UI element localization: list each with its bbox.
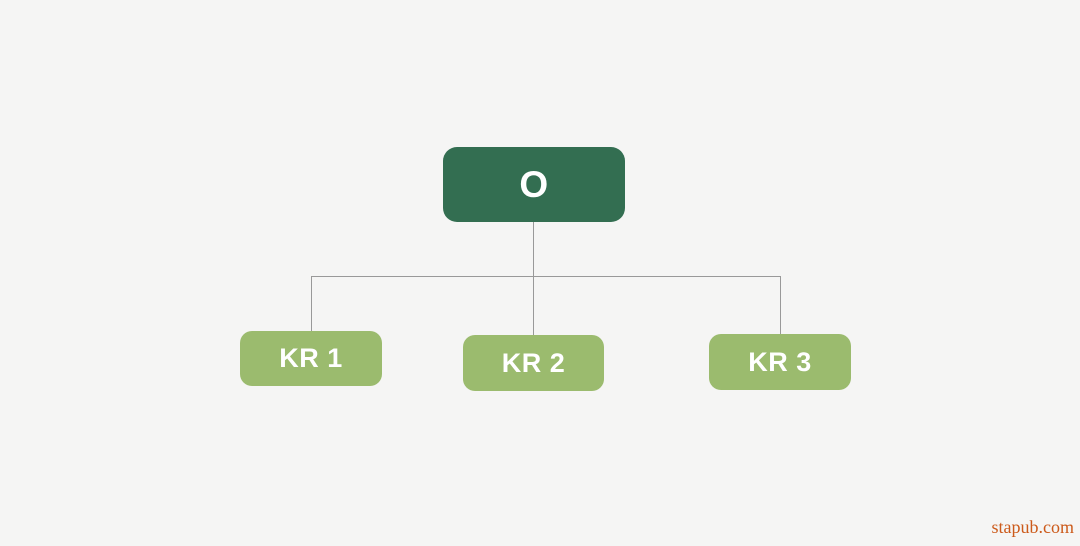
key-result-node-3: KR 3 <box>709 334 851 390</box>
key-result-node-3-label: KR 3 <box>748 346 812 377</box>
key-result-node-2-label: KR 2 <box>501 347 566 378</box>
connector-kr3-vertical <box>780 276 781 334</box>
connector-horizontal <box>311 276 781 277</box>
connector-kr2-vertical <box>533 276 534 335</box>
objective-node-label: O <box>519 163 549 205</box>
key-result-node-1: KR 1 <box>240 331 382 386</box>
key-result-node-2: KR 2 <box>463 335 604 391</box>
watermark: stapub.com <box>991 517 1075 537</box>
connector-kr1-vertical <box>311 276 312 331</box>
objective-node: O <box>443 147 625 222</box>
connector-root-vertical <box>533 222 534 276</box>
key-result-node-1-label: KR 1 <box>279 343 343 373</box>
